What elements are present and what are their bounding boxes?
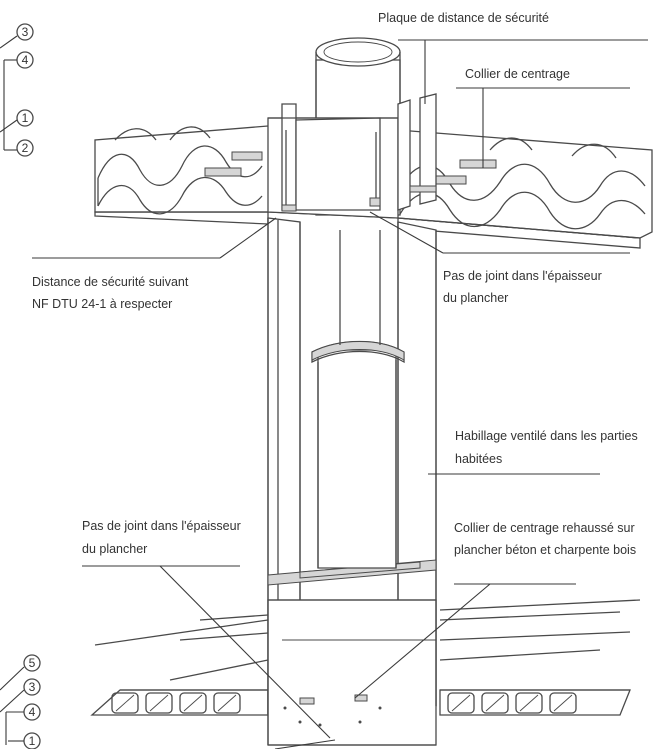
callout-1b: 1	[29, 734, 36, 748]
lower-floor-slab	[90, 599, 641, 716]
ventilated-casing	[267, 217, 437, 746]
label-distance-securite-1: Distance de sécurité suivant	[32, 275, 189, 289]
callout-4: 4	[22, 53, 29, 67]
callouts-top-left: 3 4 1 2	[0, 23, 34, 157]
label-distance-securite-2: NF DTU 24-1 à respecter	[32, 297, 173, 311]
label-habillage-1: Habillage ventilé dans les parties	[455, 429, 638, 443]
label-collier-centrage: Collier de centrage	[465, 67, 570, 81]
safety-plate-box	[267, 93, 437, 219]
label-collier-rehausse-1: Collier de centrage rehaussé sur	[454, 521, 635, 535]
label-collier-rehausse-2: plancher béton et charpente bois	[454, 543, 637, 557]
callout-3: 3	[22, 25, 29, 39]
callout-2: 2	[22, 141, 29, 155]
leader-lines	[32, 39, 648, 749]
label-joint-bottom-1: Pas de joint dans l'épaisseur	[82, 519, 241, 533]
label-joint-bottom-2: du plancher	[82, 542, 148, 556]
callout-3b: 3	[29, 680, 36, 694]
label-plaque-distance: Plaque de distance de sécurité	[378, 11, 549, 25]
callout-4b: 4	[29, 705, 36, 719]
callout-1: 1	[22, 111, 29, 125]
callouts-bottom-left: 5 3 4 1	[0, 654, 41, 749]
label-joint-top-2: du plancher	[443, 291, 509, 305]
callout-5: 5	[29, 656, 36, 670]
label-habillage-2: habitées	[455, 452, 503, 466]
label-joint-top-1: Pas de joint dans l'épaisseur	[443, 269, 602, 283]
